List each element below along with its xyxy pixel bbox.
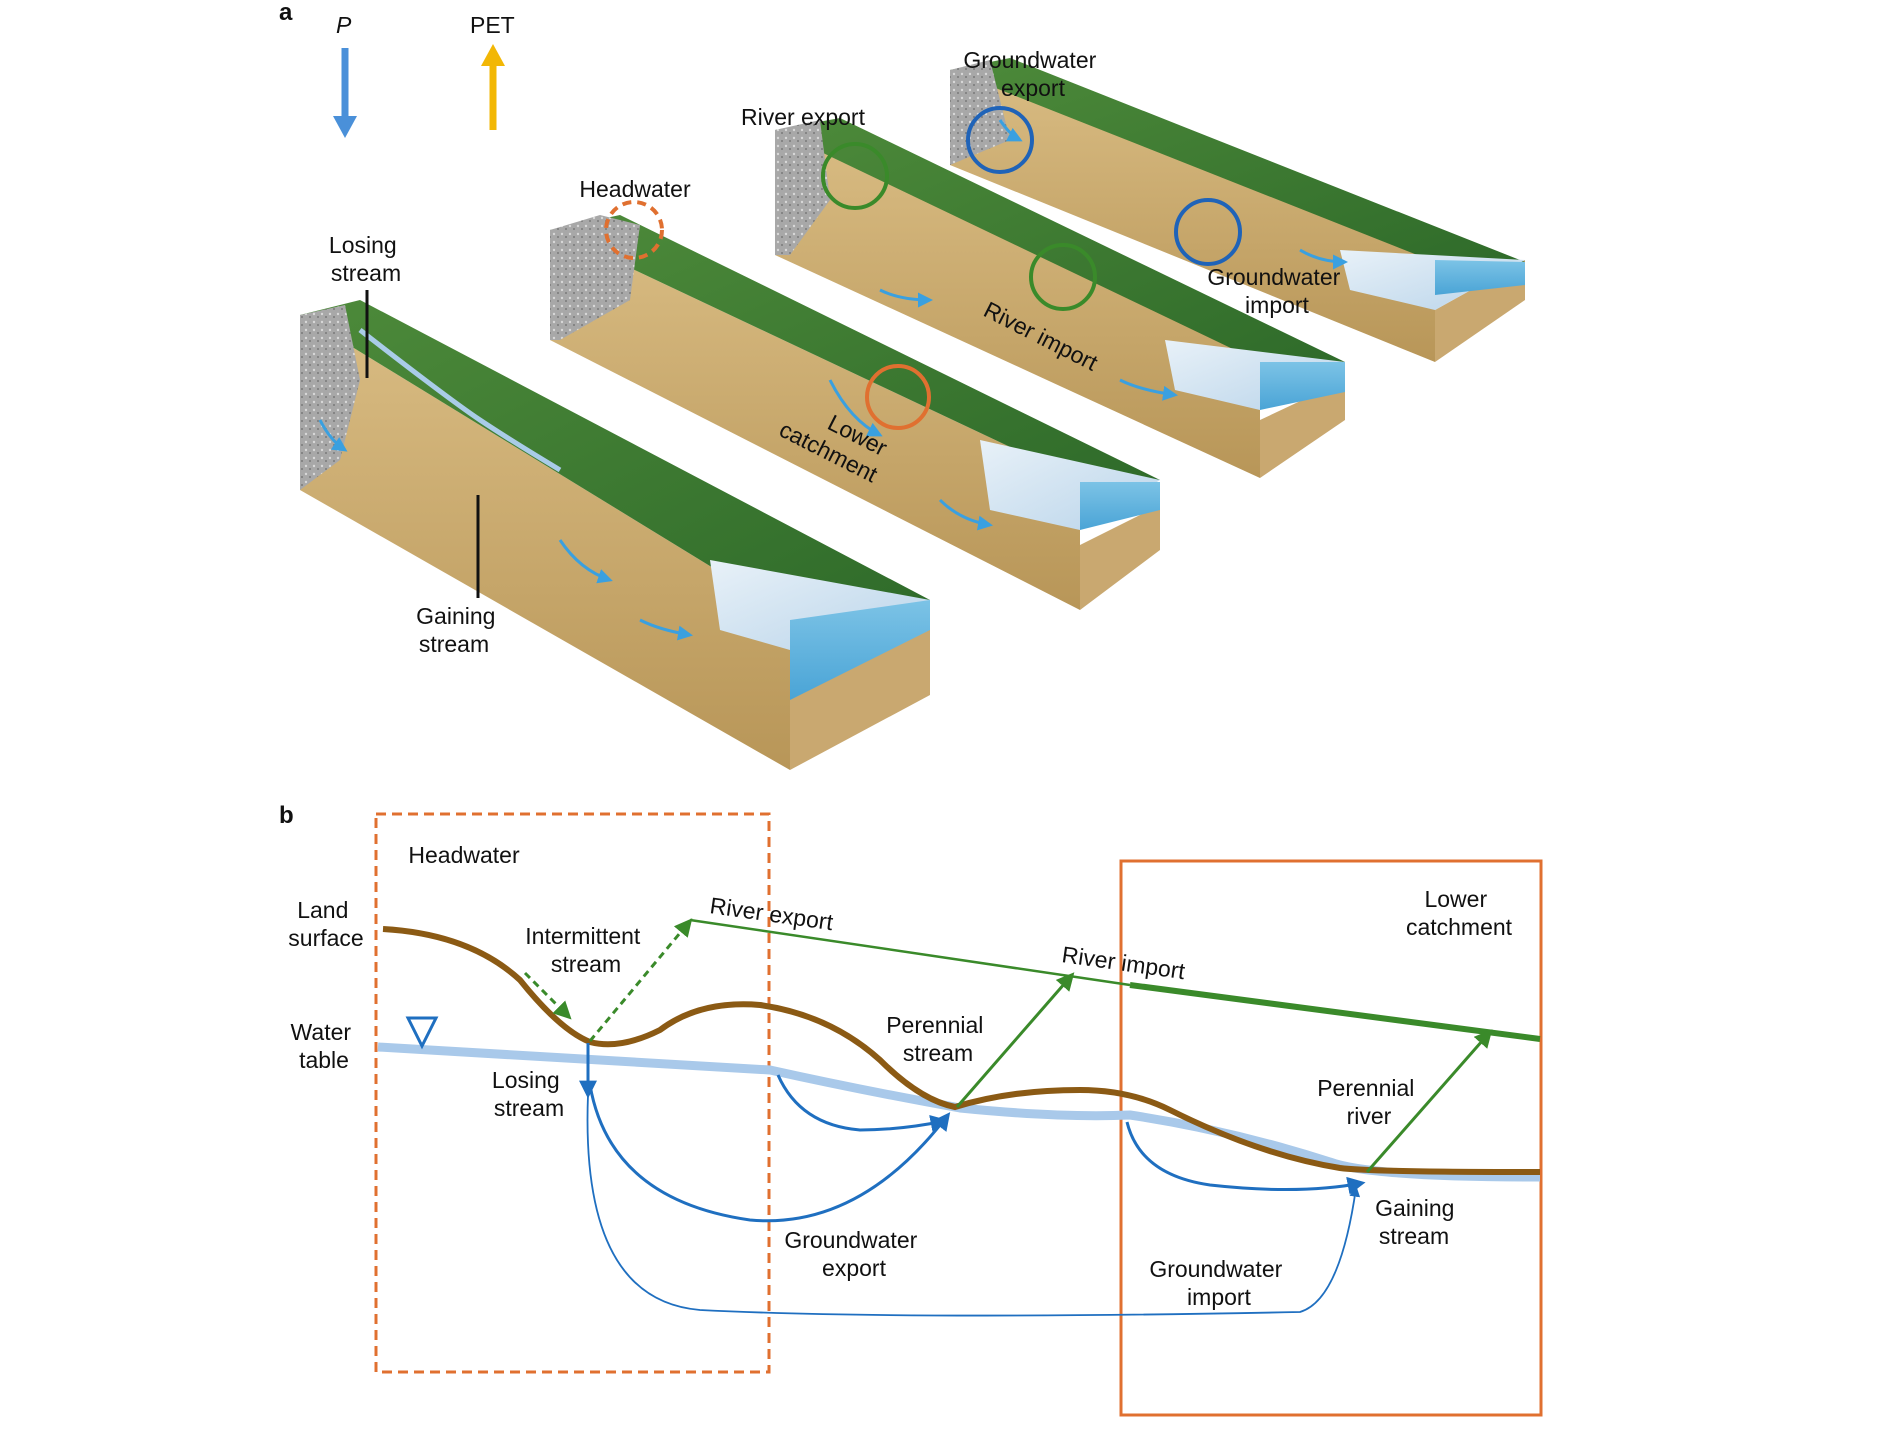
panel-b-label: b: [279, 802, 294, 829]
landscape-block-1: [300, 300, 930, 770]
intermittent-stream-label: Intermittent stream: [525, 923, 646, 977]
landscape-block-2: [550, 215, 1160, 610]
lower-catchment-circle: [865, 364, 931, 430]
river-main-line-thick: [1129, 982, 1541, 1042]
river-export-label-a: River export: [741, 104, 866, 130]
land-surface-line: [382, 926, 1541, 1175]
groundwater-import-flow: [586, 1094, 1361, 1317]
gaining-stream-label-b: Gaining stream: [1375, 1195, 1461, 1249]
precipitation-legend: P: [333, 12, 357, 138]
river-import-circle: [1029, 243, 1097, 311]
water-table-icon: [405, 1016, 439, 1050]
headwater-circle: [604, 200, 664, 260]
river-export-dashed-right: [588, 918, 693, 1042]
lower-catchment-label-b: Lower catchment: [1406, 886, 1513, 940]
perennial-river-label: Perennial river: [1317, 1075, 1421, 1129]
gaining-stream-label-a: Gaining stream: [416, 603, 502, 657]
panel-a-label: a: [279, 0, 293, 26]
pet-arrow-icon: [481, 44, 505, 66]
river-import-arrow: [955, 972, 1075, 1108]
groundwater-export-label-b: Groundwater export: [784, 1227, 923, 1281]
groundwater-export-circle: [966, 106, 1034, 174]
headwater-label-a: Headwater: [579, 176, 691, 202]
groundwater-import-label-a: Groundwater import: [1207, 264, 1346, 318]
precipitation-arrow-icon: [333, 116, 357, 138]
river-export-label-b: River export: [708, 892, 835, 935]
headwater-region-box: [374, 812, 771, 1374]
losing-stream-label-a: Losing stream: [329, 232, 403, 286]
groundwater-export-label-a: Groundwater export: [963, 47, 1102, 101]
groundwater-local-flow-2: [1125, 1121, 1366, 1195]
losing-stream-label-b: Losing stream: [492, 1067, 566, 1121]
headwater-label-b: Headwater: [408, 842, 520, 868]
lower-catchment-region-box: [1119, 859, 1543, 1417]
precipitation-label: P: [336, 12, 352, 38]
pet-label: PET: [470, 12, 515, 38]
water-table-label: Water table: [291, 1019, 358, 1073]
river-export-circle: [821, 142, 889, 210]
groundwater-import-label-b: Groundwater import: [1149, 1256, 1288, 1310]
perennial-river-arrow: [1365, 1029, 1493, 1173]
landscape-block-3: [775, 118, 1345, 478]
landscape-block-4: [950, 58, 1525, 362]
groundwater-import-circle: [1174, 198, 1242, 266]
land-surface-label: Land surface: [288, 897, 363, 951]
pet-legend: PET: [470, 12, 515, 130]
flow-arrows-a: [318, 119, 1348, 641]
river-export-dashed-left: [523, 971, 572, 1020]
groundwater-local-flow-1: [776, 1074, 949, 1133]
perennial-stream-label: Perennial stream: [886, 1012, 990, 1066]
groundwater-export-flow: [588, 1084, 951, 1223]
